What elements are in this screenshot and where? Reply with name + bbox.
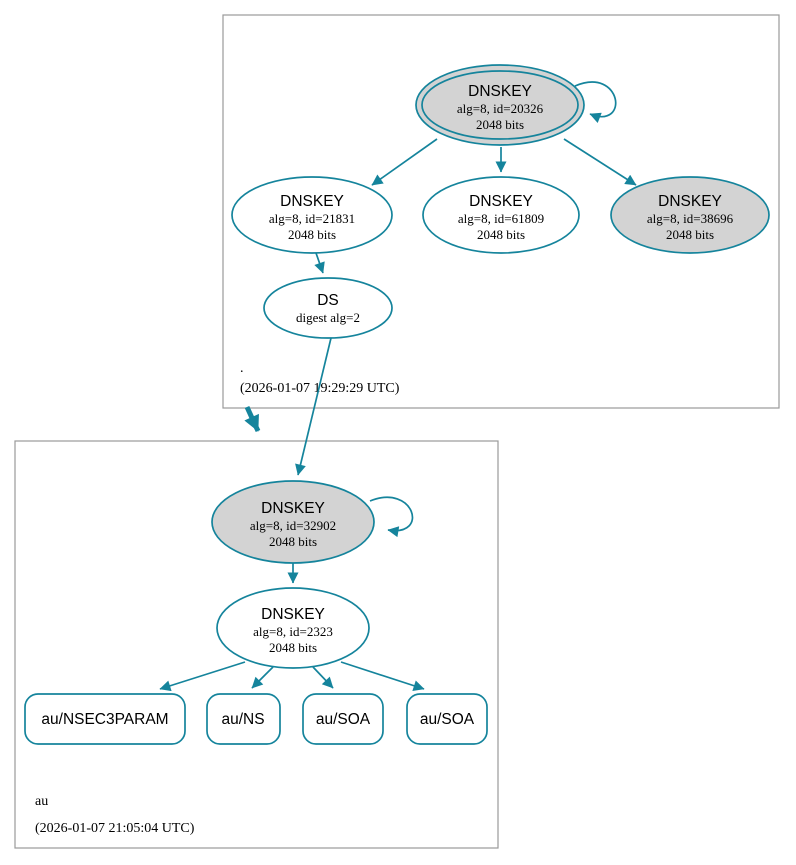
- node-rrset-soa1-rect: [302, 693, 384, 745]
- edge-zsk21831-to-ds: [314, 252, 325, 274]
- edge-ksk32902-selfloop: [369, 496, 414, 538]
- node-dnskey-21831-detail1: alg=8, id=21831: [269, 211, 355, 226]
- node-rrset-ns: au/NS: [206, 693, 281, 745]
- node-dnskey-38696-detail1: alg=8, id=38696: [647, 211, 734, 226]
- zone-timestamp-au: (2026-01-07 21:05:04 UTC): [35, 821, 195, 836]
- node-dnskey-2323-ellipse: [216, 587, 370, 669]
- edge-zsk2323-to-soa1: [312, 666, 334, 689]
- node-dnskey-38696-detail2: 2048 bits: [666, 227, 714, 242]
- edge-root-delegation-to-au: [244, 405, 261, 433]
- node-dnskey-61809-ellipse: [422, 176, 580, 254]
- node-dnskey-32902-detail1: alg=8, id=32902: [250, 518, 336, 533]
- edge-ksk20326-to-zsk21831: [371, 138, 438, 186]
- node-dnskey-21831-detail2: 2048 bits: [288, 227, 336, 242]
- edge-ksk20326-to-ksk38696: [563, 138, 637, 186]
- node-dnskey-20326-detail2: 2048 bits: [476, 117, 524, 132]
- node-rrset-soa1: au/SOA: [302, 693, 384, 745]
- edge-zsk2323-to-nsec3param: [159, 661, 246, 692]
- node-rrset-nsec3param-rect: [24, 693, 186, 745]
- zone-border-root: [222, 14, 780, 409]
- node-dnskey-38696-ellipse: [610, 176, 770, 254]
- node-dnskey-38696: DNSKEY alg=8, id=38696 2048 bits: [610, 176, 770, 254]
- node-ds-root-detail1: digest alg=2: [296, 310, 360, 325]
- node-dnskey-61809-title: DNSKEY: [469, 193, 533, 210]
- edge-zsk2323-to-soa2: [340, 661, 425, 691]
- node-dnskey-32902-ellipse: [211, 480, 375, 564]
- node-dnskey-20326-inner-ring: [421, 70, 579, 140]
- node-rrset-nsec3param-label: au/NSEC3PARAM: [41, 711, 168, 728]
- zone-timestamp-root: (2026-01-07 19:29:29 UTC): [240, 381, 400, 396]
- node-dnskey-32902: DNSKEY alg=8, id=32902 2048 bits: [211, 480, 375, 564]
- edge-zsk2323-to-ns: [251, 666, 274, 689]
- node-dnskey-2323: DNSKEY alg=8, id=2323 2048 bits: [216, 587, 370, 669]
- zone-border-au: [14, 440, 499, 849]
- zone-name-root: .: [240, 361, 244, 376]
- node-rrset-ns-rect: [206, 693, 281, 745]
- node-rrset-ns-label: au/NS: [221, 711, 264, 728]
- node-rrset-soa2-rect: [406, 693, 488, 745]
- node-rrset-soa2-label: au/SOA: [420, 711, 475, 728]
- node-dnskey-20326-outer-ring: [415, 64, 585, 146]
- node-dnskey-32902-title: DNSKEY: [261, 500, 325, 517]
- node-rrset-soa1-label: au/SOA: [316, 711, 371, 728]
- zone-name-au: au: [35, 794, 48, 809]
- node-dnskey-61809-detail2: 2048 bits: [477, 227, 525, 242]
- node-ds-root-ellipse: [263, 277, 393, 339]
- node-dnskey-20326-title: DNSKEY: [468, 83, 532, 100]
- node-dnskey-2323-detail1: alg=8, id=2323: [253, 624, 333, 639]
- node-dnskey-61809: DNSKEY alg=8, id=61809 2048 bits: [422, 176, 580, 254]
- node-rrset-nsec3param: au/NSEC3PARAM: [24, 693, 186, 745]
- zone-box-root: . (2026-01-07 19:29:29 UTC): [222, 14, 780, 409]
- node-rrset-soa2: au/SOA: [406, 693, 488, 745]
- node-dnskey-38696-title: DNSKEY: [658, 193, 722, 210]
- node-ds-root-title: DS: [317, 292, 339, 309]
- node-dnskey-2323-detail2: 2048 bits: [269, 640, 317, 655]
- node-ds-root: DS digest alg=2: [263, 277, 393, 339]
- zone-box-au: au (2026-01-07 21:05:04 UTC): [14, 440, 499, 849]
- node-dnskey-61809-detail1: alg=8, id=61809: [458, 211, 544, 226]
- node-dnskey-32902-detail2: 2048 bits: [269, 534, 317, 549]
- edge-ksk20326-selfloop: [574, 81, 617, 123]
- node-dnskey-20326: DNSKEY alg=8, id=20326 2048 bits: [415, 64, 585, 146]
- node-dnskey-21831-ellipse: [231, 176, 393, 254]
- node-dnskey-21831-title: DNSKEY: [280, 193, 344, 210]
- node-dnskey-20326-detail1: alg=8, id=20326: [457, 101, 544, 116]
- node-dnskey-21831: DNSKEY alg=8, id=21831 2048 bits: [231, 176, 393, 254]
- edge-ds-to-ksk32902: [295, 337, 332, 476]
- node-dnskey-2323-title: DNSKEY: [261, 606, 325, 623]
